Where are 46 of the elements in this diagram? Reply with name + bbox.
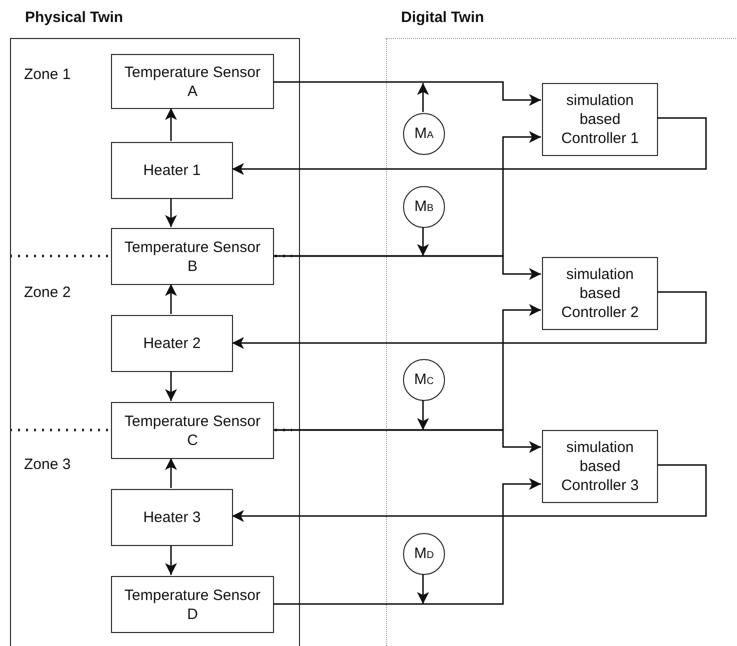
process-box <box>111 54 274 109</box>
zone-label: Zone 1 <box>24 66 71 83</box>
panel-heading: Digital Twin <box>401 8 484 27</box>
arrow <box>232 291 707 349</box>
zone-label: Zone 2 <box>24 284 71 301</box>
arrow <box>165 545 177 575</box>
process-box <box>542 257 658 330</box>
node-label: Temperature Sensor C <box>124 412 262 450</box>
arrow <box>232 117 707 175</box>
arrow <box>273 429 541 453</box>
arrow <box>417 400 429 430</box>
arrow <box>165 458 177 488</box>
arrow <box>417 574 429 604</box>
model-circle <box>403 186 445 228</box>
arrow <box>273 255 541 280</box>
arrow <box>232 464 707 522</box>
node-label: simulation based Controller 3 <box>560 438 640 495</box>
arrow <box>273 478 541 605</box>
arrow <box>273 81 541 106</box>
zone-label: Zone 3 <box>24 456 71 473</box>
arrow <box>165 108 177 141</box>
process-box <box>111 228 274 285</box>
arrow <box>165 284 177 314</box>
process-box <box>111 576 274 633</box>
model-circle <box>403 113 445 155</box>
node-label: simulation based Controller 1 <box>560 91 640 148</box>
panel-heading: Physical Twin <box>25 8 124 27</box>
arrow <box>165 371 177 401</box>
node-label: Heater 1 <box>142 161 202 180</box>
node-label: Temperature Sensor D <box>124 586 262 624</box>
process-box <box>111 402 274 459</box>
node-label: Temperature Sensor A <box>124 62 262 100</box>
process-box <box>111 489 233 546</box>
node-label: Heater 3 <box>142 508 202 527</box>
node-label: Temperature Sensor B <box>124 238 262 276</box>
process-box <box>111 315 233 372</box>
process-box <box>542 430 658 503</box>
model-circle <box>403 359 445 401</box>
arrow <box>417 227 429 256</box>
process-box <box>542 83 658 156</box>
node-label: simulation based Controller 2 <box>560 265 640 322</box>
process-box <box>111 142 233 199</box>
arrow <box>165 198 177 227</box>
arrow <box>417 83 429 112</box>
model-circle <box>403 533 445 575</box>
node-label: Heater 2 <box>142 334 202 353</box>
